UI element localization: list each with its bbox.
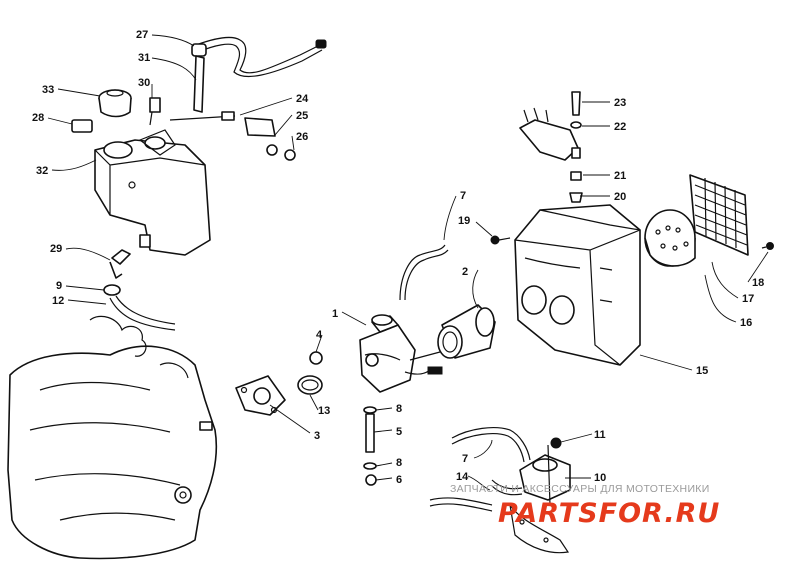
fuel-pickup-assembly xyxy=(149,36,327,126)
callout-32: 32 xyxy=(36,165,48,177)
vent-hose-upper xyxy=(399,244,449,301)
callout-19: 19 xyxy=(458,215,470,227)
callout-31: 31 xyxy=(138,52,150,64)
idle-screw-stack xyxy=(363,406,377,486)
callout-8-lower: 8 xyxy=(396,457,402,469)
fuel-tank xyxy=(94,136,211,256)
callout-labels: 1 2 3 4 5 6 7 7 8 8 9 10 11 12 13 14 15 … xyxy=(32,29,764,486)
callout-14: 14 xyxy=(456,471,469,483)
callout-10: 10 xyxy=(594,472,606,484)
intake-cylinder xyxy=(644,209,696,267)
callout-3: 3 xyxy=(314,430,320,442)
tank-bracket xyxy=(138,111,296,161)
callout-1: 1 xyxy=(332,308,338,320)
callout-28: 28 xyxy=(32,112,44,124)
callout-7-lower: 7 xyxy=(462,453,468,465)
callout-22: 22 xyxy=(614,121,626,133)
fuel-cap xyxy=(98,89,132,118)
watermark-tagline: ЗАПЧАСТИ И АКСЕССУАРЫ ДЛЯ МОТОТЕХНИКИ xyxy=(450,483,710,495)
callout-33: 33 xyxy=(42,84,54,96)
callout-13: 13 xyxy=(318,405,330,417)
callout-17: 17 xyxy=(742,293,754,305)
screen-screw xyxy=(761,242,774,250)
callout-7-upper: 7 xyxy=(460,190,466,202)
air-silencer-box xyxy=(514,204,641,366)
gasket xyxy=(71,119,93,133)
fuel-fitting-and-hose xyxy=(103,249,176,331)
callout-25: 25 xyxy=(296,110,308,122)
callout-6: 6 xyxy=(396,474,402,486)
callout-16: 16 xyxy=(740,317,752,329)
carburetor xyxy=(359,314,443,393)
jet-nut xyxy=(309,351,323,365)
callout-30: 30 xyxy=(138,77,150,89)
callout-4: 4 xyxy=(316,329,323,341)
intake-flange xyxy=(235,375,286,416)
callout-29: 29 xyxy=(50,243,62,255)
filter-screen xyxy=(689,174,749,256)
callout-20: 20 xyxy=(614,191,626,203)
callout-9: 9 xyxy=(56,280,62,292)
pump-nut xyxy=(550,437,562,449)
leader-lines xyxy=(47,34,769,491)
callout-15: 15 xyxy=(696,365,708,377)
callout-5: 5 xyxy=(396,426,402,438)
intake-boot xyxy=(437,304,496,359)
cable-bracket-stack xyxy=(519,91,583,203)
watermark: ЗАПЧАСТИ И АКСЕССУАРЫ ДЛЯ МОТОТЕХНИКИ PA… xyxy=(450,483,720,529)
callout-12: 12 xyxy=(52,295,64,307)
callout-11: 11 xyxy=(594,429,606,441)
hose-clamp xyxy=(297,375,323,395)
box-screw xyxy=(490,235,511,245)
callout-18: 18 xyxy=(752,277,764,289)
callout-2: 2 xyxy=(462,266,468,278)
pump-hoses xyxy=(429,427,531,512)
callout-23: 23 xyxy=(614,97,626,109)
callout-8-upper: 8 xyxy=(396,403,402,415)
fuel-pump xyxy=(509,444,571,554)
engine-block xyxy=(7,315,218,560)
callout-21: 21 xyxy=(614,170,626,182)
callout-27: 27 xyxy=(136,29,148,41)
watermark-brand: PARTSFOR.RU xyxy=(498,498,720,529)
callout-26: 26 xyxy=(296,131,308,143)
callout-24: 24 xyxy=(296,93,309,105)
